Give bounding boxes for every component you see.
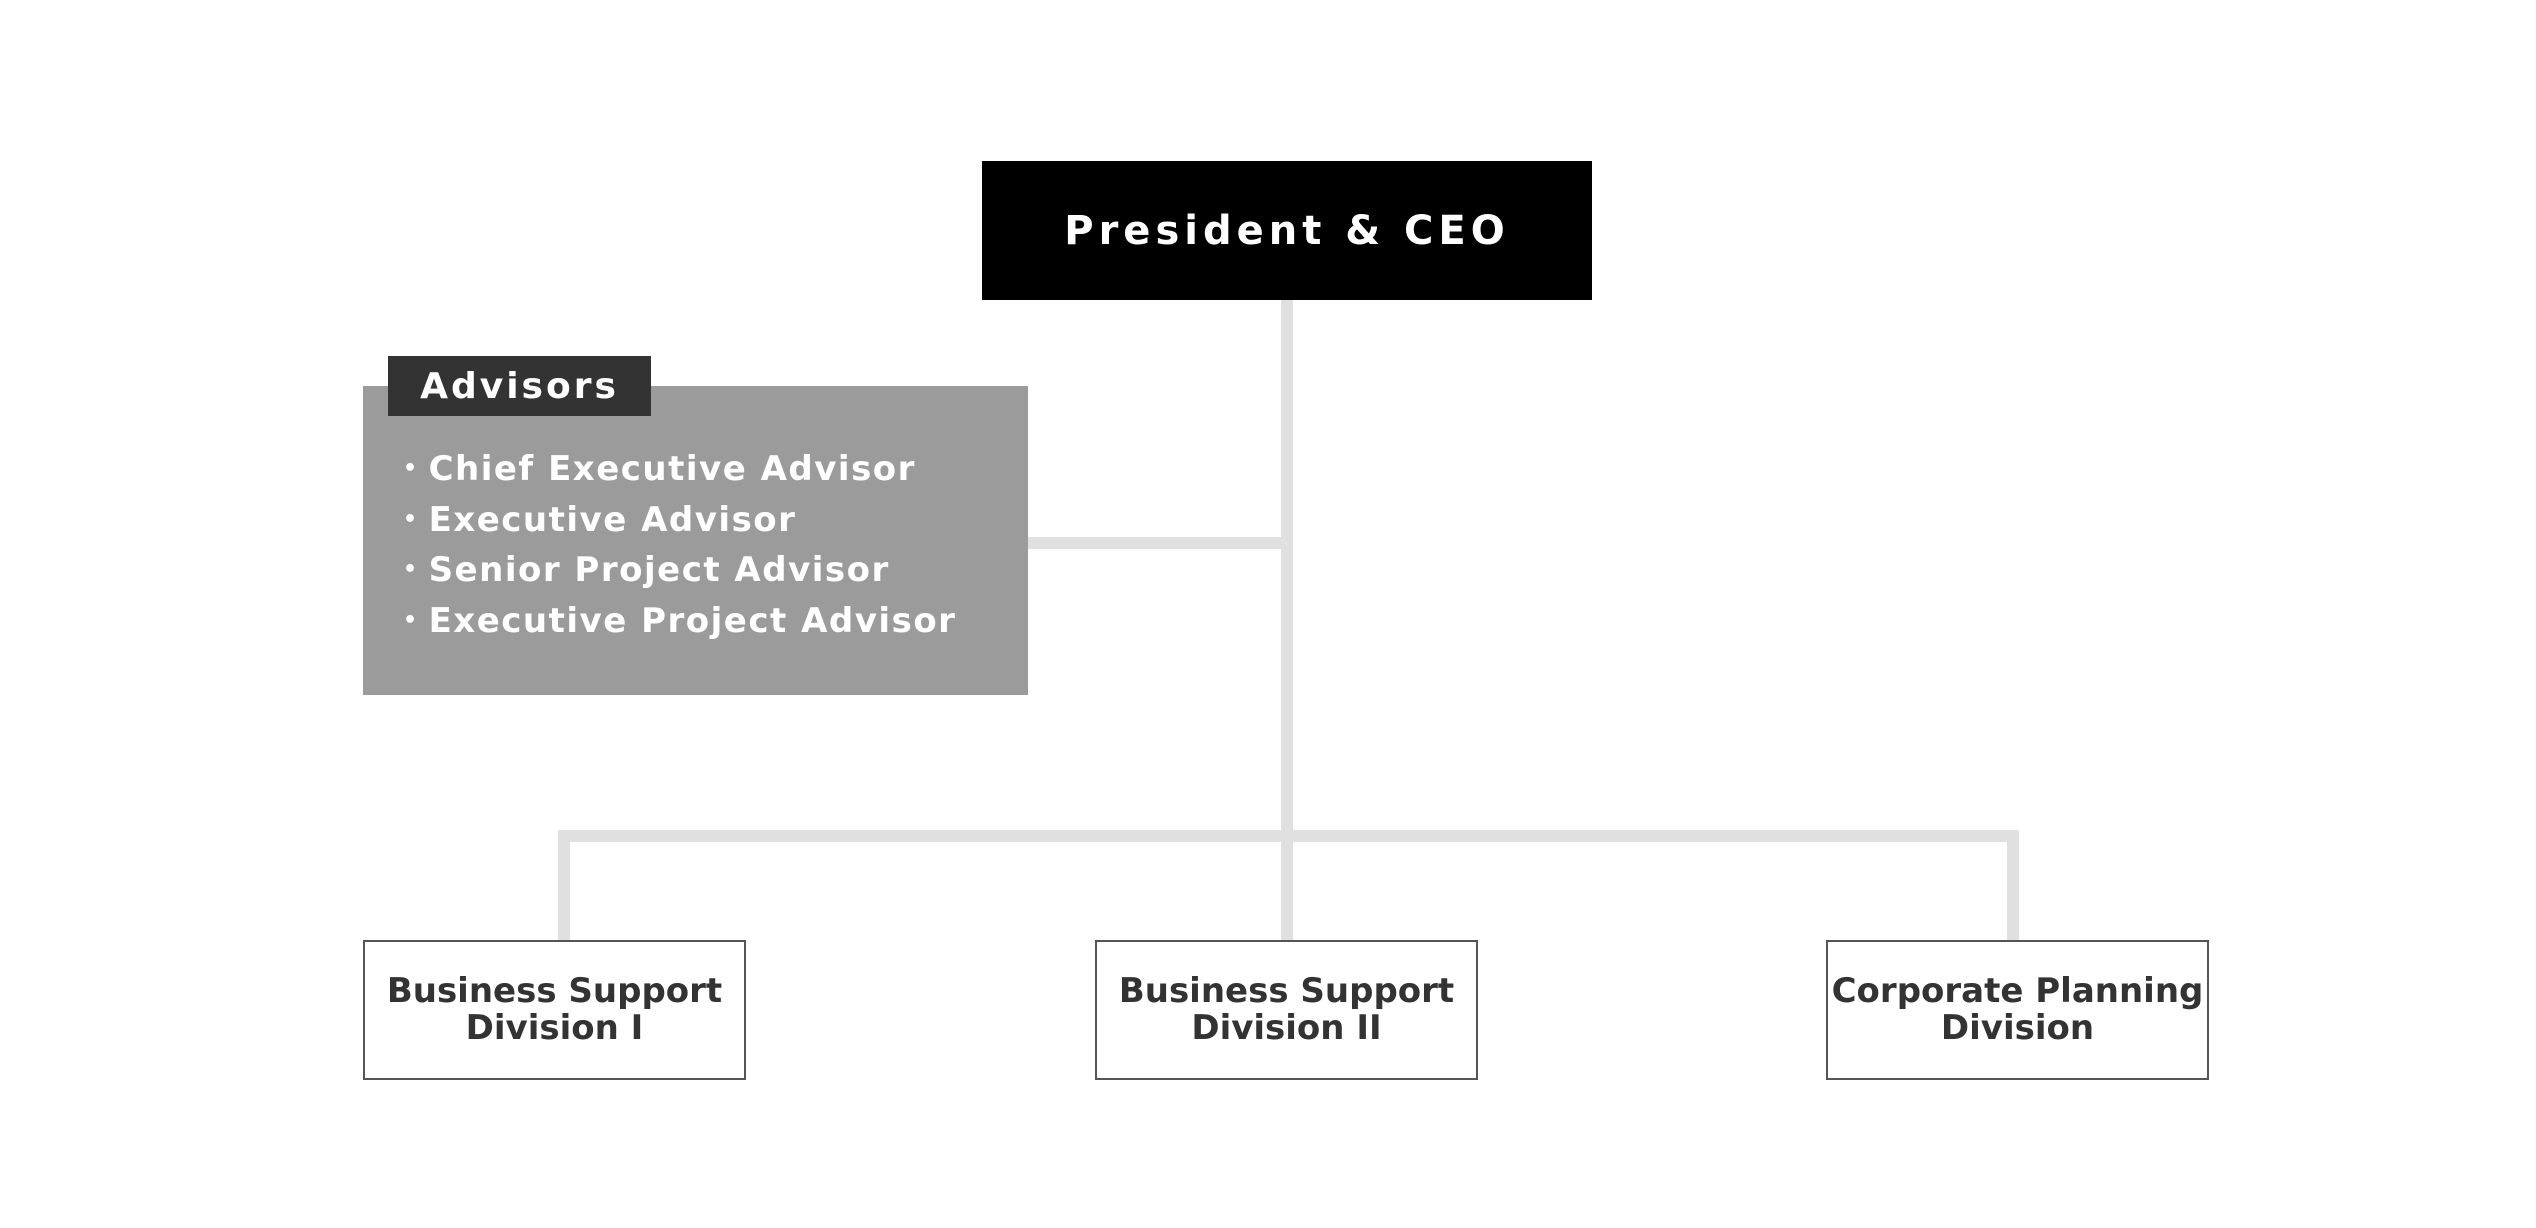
advisor-list: • Chief Executive Advisor • Executive Advi…	[403, 444, 956, 646]
division-name-line1: Business Support	[1118, 971, 1455, 1011]
division-name-line1: Business Support	[386, 971, 723, 1011]
division-business-support-2: Business Support Division II	[1095, 940, 1478, 1080]
advisor-item-label: Senior Project Advisor	[428, 550, 890, 590]
ceo-node: President & CEO	[982, 161, 1592, 300]
ceo-title: President & CEO	[1064, 207, 1510, 254]
advisors-heading: Advisors	[388, 356, 651, 416]
division-name-line2: Division I	[465, 1008, 644, 1048]
advisor-item: • Chief Executive Advisor	[403, 444, 956, 495]
bullet-icon: •	[403, 607, 419, 633]
connector-division-1-drop	[558, 830, 570, 940]
division-corporate-planning: Corporate Planning Division	[1826, 940, 2209, 1080]
connector-division-3-drop	[2007, 830, 2019, 940]
advisor-item-label: Chief Executive Advisor	[428, 449, 916, 489]
advisor-item-label: Executive Project Advisor	[428, 600, 957, 641]
advisor-item: • Executive Project Advisor	[403, 596, 956, 647]
advisor-item: • Senior Project Advisor	[403, 545, 956, 596]
advisors-heading-label: Advisors	[420, 365, 619, 407]
bullet-icon: •	[403, 456, 419, 481]
connector-ceo-vertical	[1281, 300, 1293, 940]
connector-advisors-horizontal	[1028, 537, 1287, 549]
bullet-icon: •	[403, 506, 419, 532]
division-name-line2: Division	[1940, 1008, 2095, 1048]
advisors-panel	[363, 386, 1028, 695]
division-business-support-1: Business Support Division I	[363, 940, 746, 1080]
division-name-line1: Corporate Planning	[1831, 971, 2204, 1011]
connector-divisions-horizontal	[558, 830, 2019, 842]
bullet-icon: •	[403, 557, 419, 582]
division-name-line2: Division II	[1191, 1008, 1382, 1048]
advisor-item: • Executive Advisor	[403, 495, 956, 546]
advisor-item-label: Executive Advisor	[428, 499, 797, 540]
